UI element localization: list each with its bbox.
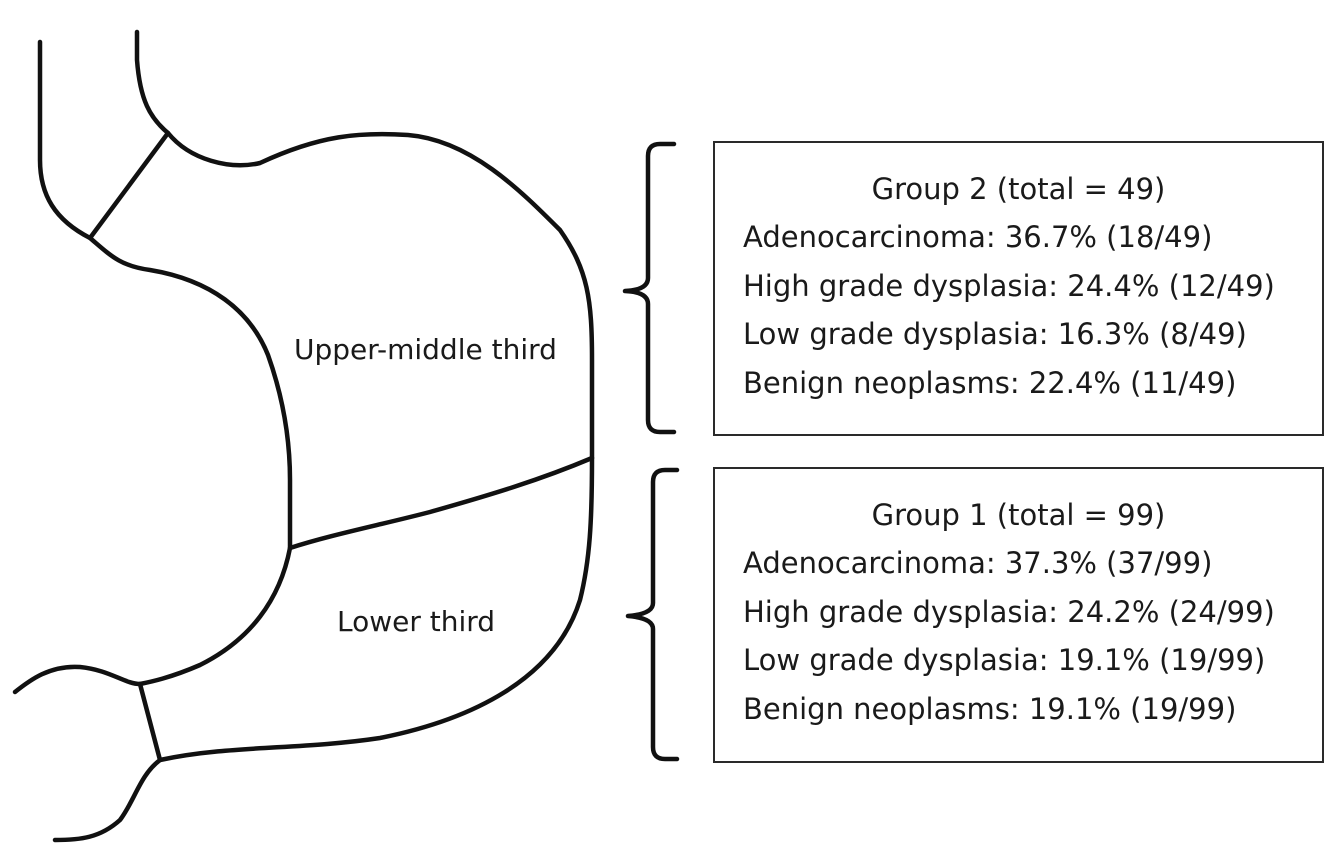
group-1-box: Group 1 (total = 99) Adenocarcinoma: 37.…	[713, 467, 1324, 763]
group-1-adenocarcinoma: Adenocarcinoma: 37.3% (37/99)	[743, 546, 1213, 580]
pylorus-line	[137, 681, 163, 763]
group-1-low-grade-dysplasia: Low grade dysplasia: 19.1% (19/99)	[743, 643, 1266, 677]
group-1-high-grade-dysplasia: High grade dysplasia: 24.2% (24/99)	[743, 595, 1275, 629]
group-2-benign-neoplasms: Benign neoplasms: 22.4% (11/49)	[743, 366, 1237, 400]
group-2-low-grade-dysplasia: Low grade dysplasia: 16.3% (8/49)	[743, 317, 1247, 351]
group-1-title: Group 1 (total = 99)	[871, 498, 1166, 532]
bracket-group2	[622, 141, 677, 435]
group-2-title: Group 2 (total = 49)	[871, 172, 1166, 206]
esophagus-right-wall	[134, 29, 595, 763]
cardia-line	[87, 130, 171, 241]
group-2-box: Group 2 (total = 49) Adenocarcinoma: 36.…	[713, 141, 1324, 436]
duodenum-upper-wall	[12, 664, 143, 695]
group-2-high-grade-dysplasia: High grade dysplasia: 24.4% (12/49)	[743, 269, 1275, 303]
lower-third-label: Lower third	[337, 605, 496, 638]
group-2-adenocarcinoma: Adenocarcinoma: 36.7% (18/49)	[743, 220, 1213, 254]
bracket-group1	[625, 467, 680, 762]
third-division-line	[287, 455, 595, 551]
upper-middle-third-label: Upper-middle third	[294, 333, 557, 366]
duodenum-lower-wall	[52, 757, 163, 843]
group-1-benign-neoplasms: Benign neoplasms: 19.1% (19/99)	[743, 692, 1237, 726]
